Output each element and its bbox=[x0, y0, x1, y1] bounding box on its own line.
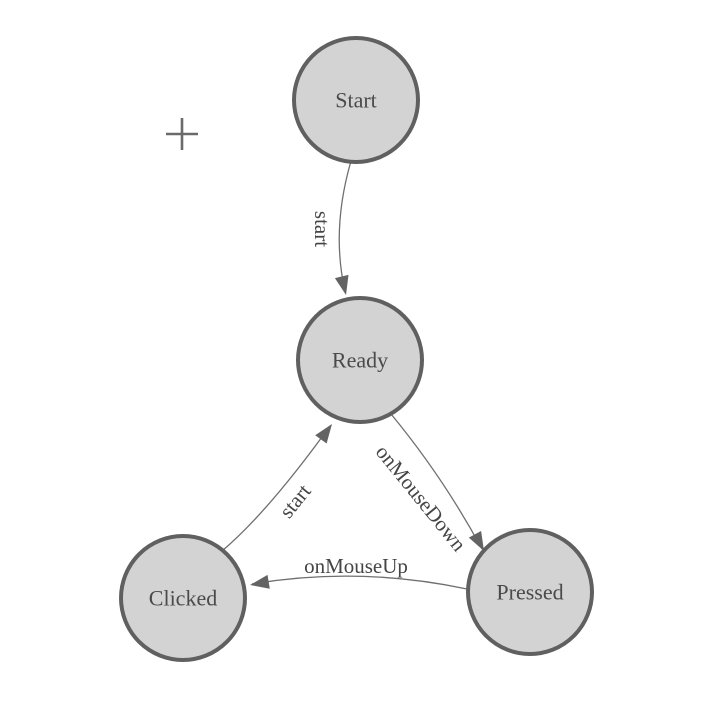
node-label-clicked: Clicked bbox=[149, 586, 217, 611]
edge-line-clicked-to-ready[interactable] bbox=[221, 425, 331, 552]
edge-start-to-ready[interactable]: start bbox=[310, 160, 352, 295]
edge-line-pressed-to-clicked[interactable] bbox=[251, 575, 468, 590]
node-pressed[interactable]: Pressed bbox=[466, 528, 594, 656]
state-circle-ready[interactable] bbox=[296, 296, 424, 424]
edge-line-ready-to-pressed[interactable] bbox=[390, 413, 483, 550]
edge-label-start-2: start bbox=[274, 479, 316, 522]
edge-label-start: start bbox=[310, 211, 334, 247]
arrowhead-clicked-to-ready bbox=[315, 424, 332, 444]
state-circle-start[interactable] bbox=[292, 36, 420, 164]
arrowhead-ready-to-pressed bbox=[468, 531, 484, 551]
plus-cursor-icon bbox=[166, 118, 198, 150]
edge-label-onmouseup: onMouseUp bbox=[304, 554, 408, 578]
edge-clicked-to-ready[interactable]: start bbox=[221, 424, 332, 552]
edge-line-start-to-ready[interactable] bbox=[338, 160, 352, 292]
node-label-ready: Ready bbox=[332, 348, 388, 373]
node-label-start: Start bbox=[335, 88, 377, 113]
node-ready[interactable]: Ready bbox=[296, 296, 424, 424]
node-clicked[interactable]: Clicked bbox=[119, 534, 247, 662]
edge-ready-to-pressed[interactable]: onMouseDown bbox=[371, 413, 484, 556]
edge-label-onmousedown: onMouseDown bbox=[371, 440, 471, 556]
state-circle-clicked[interactable] bbox=[119, 534, 247, 662]
edge-pressed-to-clicked[interactable]: onMouseUp bbox=[250, 554, 468, 590]
node-label-pressed: Pressed bbox=[496, 580, 563, 605]
arrowhead-start-to-ready bbox=[334, 274, 349, 295]
node-start[interactable]: Start bbox=[292, 36, 420, 164]
arrowhead-pressed-to-clicked bbox=[250, 574, 270, 589]
state-circle-pressed[interactable] bbox=[466, 528, 594, 656]
